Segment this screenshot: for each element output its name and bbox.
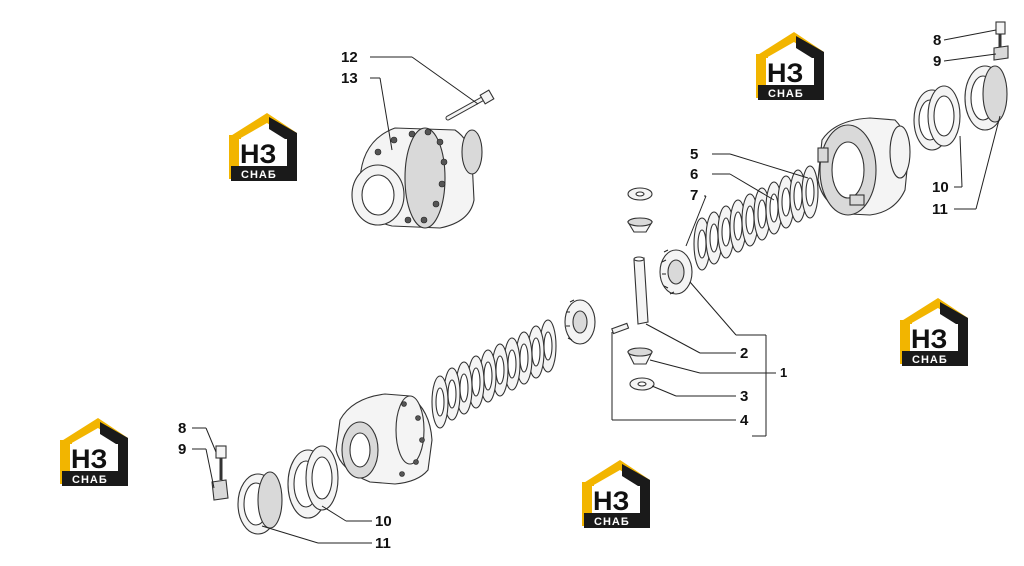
callout-4: 4 bbox=[740, 412, 749, 429]
callout-2: 2 bbox=[740, 345, 748, 362]
callout-8-left: 8 bbox=[178, 420, 186, 437]
right-differential-housing bbox=[817, 117, 911, 216]
watermark-letters: НЗ bbox=[767, 58, 803, 88]
side-gear-upper bbox=[659, 249, 693, 295]
watermark-caption: СНАБ bbox=[912, 354, 948, 366]
bottom-thrust-washer-3 bbox=[629, 377, 655, 391]
watermark-caption: СНАБ bbox=[72, 474, 108, 486]
left-differential-housing bbox=[335, 393, 433, 485]
watermark-logo-mid-right: НЗ СНАБ bbox=[900, 298, 968, 366]
lock-pin-4 bbox=[611, 322, 630, 335]
watermark-letters: НЗ bbox=[593, 486, 629, 516]
upper-clutch-disc-stack bbox=[693, 165, 819, 271]
right-bolt-8 bbox=[995, 21, 1006, 48]
callout-13: 13 bbox=[341, 70, 358, 87]
callout-11-bottom: 11 bbox=[375, 535, 391, 552]
callout-9-left: 9 bbox=[178, 441, 186, 458]
watermark-logo-top-left: НЗ СНАБ bbox=[229, 113, 297, 181]
bottom-pinion-gear bbox=[627, 347, 653, 365]
callout-5: 5 bbox=[690, 146, 698, 163]
left-adjusting-ring-11 bbox=[237, 471, 283, 535]
housing-bolt bbox=[445, 89, 495, 121]
left-bearing-10 bbox=[287, 445, 339, 519]
callout-8-top: 8 bbox=[933, 32, 941, 49]
callout-1: 1 bbox=[780, 365, 787, 380]
watermark-letters: НЗ bbox=[911, 324, 947, 354]
left-lock-plate-9 bbox=[211, 479, 229, 501]
watermark-logo-bottom-left: НЗ СНАБ bbox=[60, 418, 128, 486]
watermark-caption: СНАБ bbox=[768, 88, 804, 100]
watermark-letters: НЗ bbox=[240, 139, 276, 169]
watermark-caption: СНАБ bbox=[241, 169, 277, 181]
callout-10-right: 10 bbox=[932, 179, 949, 196]
callout-9-top: 9 bbox=[933, 53, 941, 70]
top-pinion-gear bbox=[627, 217, 653, 233]
watermark-caption: СНАБ bbox=[594, 516, 630, 528]
callout-12: 12 bbox=[341, 49, 358, 66]
callout-7: 7 bbox=[690, 187, 698, 204]
right-adjusting-ring-11 bbox=[964, 65, 1008, 131]
callout-6: 6 bbox=[690, 166, 698, 183]
side-gear-lower bbox=[564, 299, 596, 345]
watermark-letters: НЗ bbox=[71, 444, 107, 474]
left-bolt-8 bbox=[215, 445, 227, 480]
right-bearing-10 bbox=[913, 85, 961, 151]
leader-lines bbox=[192, 29, 1001, 544]
lower-clutch-disc-stack bbox=[431, 319, 557, 429]
callout-10-bottom: 10 bbox=[375, 513, 392, 530]
callout-11-right: 11 bbox=[932, 201, 948, 218]
watermark-logo-bottom-center: НЗ СНАБ bbox=[582, 460, 650, 528]
callout-3: 3 bbox=[740, 388, 748, 405]
top-thrust-washer bbox=[627, 187, 653, 201]
cross-shaft-2 bbox=[633, 256, 649, 325]
right-lock-plate-9 bbox=[993, 45, 1009, 61]
differential-housing-assembly bbox=[351, 127, 483, 229]
watermark-logo-top-right: НЗ СНАБ bbox=[756, 32, 824, 100]
